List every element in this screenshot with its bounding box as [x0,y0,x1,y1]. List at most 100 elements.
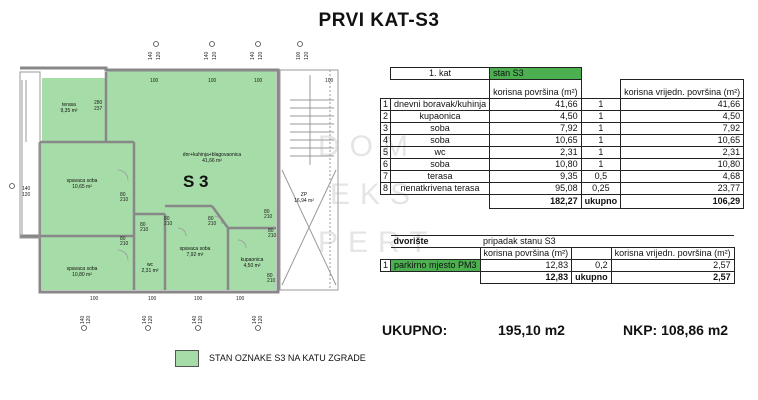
cell-name: soba [390,133,491,147]
legend: STAN OZNAKE S3 NA KATU ZGRADE [175,350,525,368]
total-value: 106,29 [620,193,745,209]
area-table-yard: dvorište pripadak stanu S3 korisna površ… [379,235,735,284]
cell-area: 9,35 [489,169,582,183]
svg-text:210: 210 [120,241,129,247]
cell-value: 23,77 [620,181,745,195]
unit-label: S 3 [183,172,209,191]
svg-text:140: 140 [148,51,154,60]
svg-text:210: 210 [264,214,273,220]
svg-text:140: 140 [80,315,86,324]
cell-coef: 1 [580,121,622,135]
cell-area: 10,80 [489,157,582,171]
cell-area: 2,31 [489,145,582,159]
cell-area: 4,50 [489,109,582,123]
area-table-unit: 1. kat stan S3 korisna površina (m²) kor… [379,67,745,209]
svg-text:120: 120 [156,51,162,60]
svg-text:100: 100 [236,296,245,302]
cell-name: kupaonica [390,109,491,123]
svg-text:237: 237 [94,106,103,112]
table-row: 1 parkirno mjesto PM3 12,83 0,2 2,57 [379,259,735,272]
svg-text:80: 80 [164,216,170,222]
floor-cell: 1. kat [390,67,491,80]
cell-name: soba [390,157,491,171]
cell-n: 1 [379,97,392,111]
total-label: ukupno [580,193,622,209]
cell-coef: 1 [580,157,622,171]
cell-name: terasa [390,169,491,183]
svg-text:210: 210 [208,221,217,227]
cell-n: 3 [379,121,392,135]
svg-text:120: 120 [22,192,31,198]
svg-text:100: 100 [90,296,99,302]
cell-area: 7,92 [489,121,582,135]
yard-total-label: ukupno [571,271,612,284]
svg-text:210: 210 [140,227,149,233]
floor-plan-drawing: 140 120 140 120 140 120 100 120 100 100 10… [9,41,339,331]
summary-nkp: NKP: 108,86 m2 [623,322,729,338]
yard-title: dvorište [390,235,481,248]
svg-text:100: 100 [148,296,157,302]
svg-text:140: 140 [192,315,198,324]
svg-text:100: 100 [194,296,203,302]
floor-plan: 140 120 140 120 140 120 100 120 100 100 10… [9,41,339,331]
legend-text: STAN OZNAKE S3 NA KATU ZGRADE [209,353,366,363]
svg-text:100: 100 [208,78,217,84]
unit-cell: stan S3 [489,67,582,80]
cell-n: 8 [379,181,392,195]
svg-text:210: 210 [164,221,173,227]
cell-n: 6 [379,157,392,171]
legend-swatch [175,350,199,367]
svg-text:100: 100 [150,78,159,84]
svg-text:120: 120 [258,315,264,324]
cell-area: 41,66 [489,97,582,111]
col-area-header: korisna površina (m²) [489,79,582,99]
cell-value: 4,50 [620,109,745,123]
svg-text:120: 120 [212,51,218,60]
cell-area: 95,08 [489,181,582,195]
svg-text:80: 80 [208,216,214,222]
cell-name: wc [390,145,491,159]
yard-subtitle: pripadak stanu S3 [480,235,735,248]
svg-text:280: 280 [94,100,103,106]
svg-text:100: 100 [325,78,334,84]
svg-text:140: 140 [22,186,31,192]
cell-value: 10,65 [620,133,745,147]
svg-text:120: 120 [198,315,204,324]
cell-n: 7 [379,169,392,183]
svg-text:210: 210 [120,197,129,203]
cell-coef: 1 [580,109,622,123]
svg-text:120: 120 [258,51,264,60]
svg-text:100: 100 [254,78,263,84]
summary-total: 195,10 m2 [498,322,565,338]
svg-text:80: 80 [267,273,273,279]
cell-name: nenatkrivena terasa [390,181,491,195]
cell-coef: 1 [580,145,622,159]
cell-n: 5 [379,145,392,159]
cell-value: 41,66 [620,97,745,111]
cell-n: 4 [379,133,392,147]
cell-area: 10,65 [489,133,582,147]
cell-coef: 1 [580,97,622,111]
svg-text:100: 100 [296,51,302,60]
svg-text:80: 80 [264,209,270,215]
total-area: 182,27 [489,193,582,209]
svg-text:210: 210 [268,233,277,239]
svg-text:80: 80 [120,192,126,198]
cell-coef: 1 [580,133,622,147]
cell-n: 2 [379,109,392,123]
cell-name: soba [390,121,491,135]
svg-text:80: 80 [268,228,274,234]
svg-text:80: 80 [140,222,146,228]
yard-col-useful-header: korisna vrijedn. površina (m²) [610,247,735,260]
yard-col-area-header: korisna površina (m²) [479,247,573,260]
